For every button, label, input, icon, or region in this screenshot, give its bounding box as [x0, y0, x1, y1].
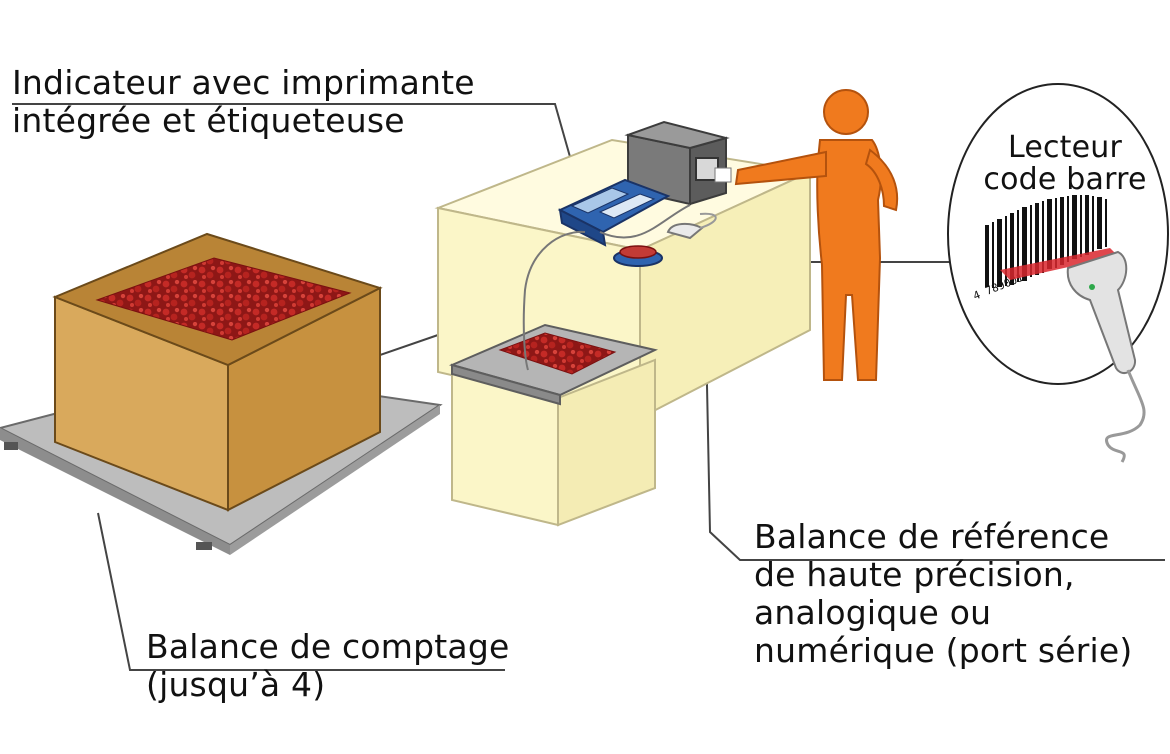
- label-indicateur: Indicateur avec imprimante intégrée et é…: [12, 64, 475, 140]
- indicator-cable: [522, 230, 586, 371]
- label-comptage-line-2: (jusqu’à 4): [146, 665, 326, 704]
- label-reference: Balance de référence de haute précision,…: [754, 518, 1133, 670]
- leader-line-comptage: [97, 512, 505, 671]
- printer-label: [714, 167, 732, 183]
- reference-scale-pan: [619, 245, 657, 259]
- label-printer: [624, 120, 732, 206]
- scanner-cable: [1105, 369, 1146, 463]
- label-reference-line-4: numérique (port série): [754, 631, 1133, 670]
- indicator-keypad: [598, 193, 656, 219]
- platform-foot: [196, 542, 212, 550]
- printer-cable: [599, 204, 691, 239]
- mini-barcode-reader: [666, 212, 717, 240]
- platform-foot: [4, 442, 18, 450]
- stand-side: [557, 358, 656, 527]
- operator-person: [734, 89, 899, 381]
- callout-ellipse: [947, 83, 1169, 385]
- label-comptage: Balance de comptage (jusqu’à 4): [146, 628, 509, 704]
- barcode-bars: [985, 195, 1107, 288]
- weighing-indicator: [557, 178, 671, 247]
- stand-platform-edge: [451, 363, 561, 406]
- label-reference-line-1: Balance de référence: [754, 517, 1110, 556]
- label-reference-line-2: de haute précision,: [754, 555, 1075, 594]
- label-indicateur-line-1: Indicateur avec imprimante: [12, 63, 475, 102]
- indicator-front: [558, 208, 607, 247]
- label-indicateur-line-2: intégrée et étiqueteuse: [12, 101, 405, 140]
- label-comptage-line-1: Balance de comptage: [146, 627, 510, 666]
- person-head: [823, 89, 869, 135]
- label-lecteur-line-1: Lecteur: [1007, 130, 1123, 165]
- platform-edge-right: [230, 405, 440, 555]
- label-lecteur: Lecteur code barre: [975, 132, 1155, 196]
- mini-reader-cable: [699, 212, 717, 229]
- barcode-callout: 4 789001: [947, 83, 1169, 463]
- label-lecteur-line-2: code barre: [983, 162, 1147, 197]
- platform-edge: [0, 428, 230, 555]
- box-product: [95, 257, 352, 341]
- person-back-arm: [864, 148, 899, 212]
- printer-top: [624, 120, 730, 150]
- stand-product: [498, 332, 617, 375]
- reference-stand: [448, 323, 659, 527]
- counting-scale-cable: [379, 334, 439, 356]
- cardboard-box: [52, 232, 383, 512]
- indicator-display: [570, 187, 630, 214]
- scanner-indicator: [1089, 284, 1095, 290]
- reference-scale: [613, 245, 663, 267]
- person-arm: [734, 150, 827, 186]
- laser-beam: [1000, 248, 1118, 280]
- label-reference-line-3: analogique ou: [754, 593, 992, 632]
